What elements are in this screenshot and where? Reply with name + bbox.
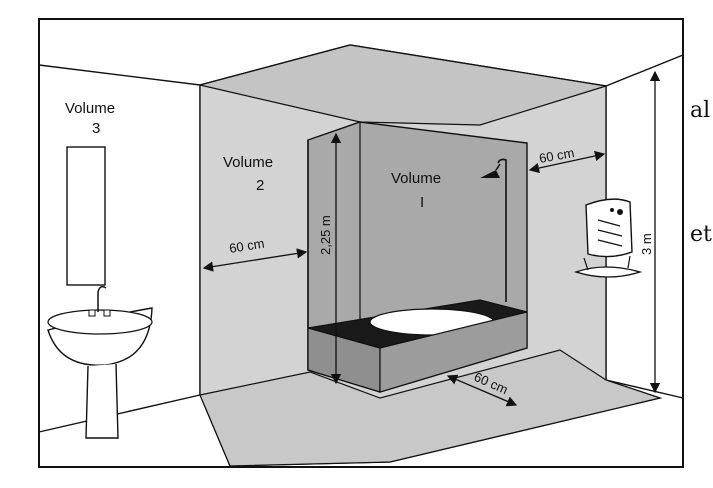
sink-pedestal [85,363,119,439]
zone-height-label: 2,25 m [318,215,333,255]
right-clearance-label: 60 cm [538,145,575,166]
heater-base [573,266,643,278]
mirror [66,146,106,286]
right-clearance-arrow [528,150,606,174]
wall-heater-icon [585,198,633,258]
volume1-label-line2: I [420,194,424,211]
cropped-text-et: et [690,222,712,247]
volume1-label-line1: Volume [391,170,441,187]
zone2-ceiling [199,44,607,126]
left-floor-edge [38,394,201,433]
bathtub-side [379,311,528,393]
front-clearance-arrow [446,374,518,407]
faucet-icon [97,285,107,312]
shower-pipe [497,158,507,302]
volume3-label-line1: Volume [65,100,115,117]
right-floor-edge [605,379,684,399]
volume2-label-line1: Volume [223,154,273,171]
volume3-label-line2: 3 [92,120,100,137]
shower-head-icon [480,170,500,178]
left-clearance-arrow [202,248,308,272]
room-height-label: 3 m [639,233,654,255]
cropped-text-al: al [690,98,711,123]
left-clearance-label: 60 cm [228,236,265,256]
volume2-label-line2: 2 [256,177,264,194]
